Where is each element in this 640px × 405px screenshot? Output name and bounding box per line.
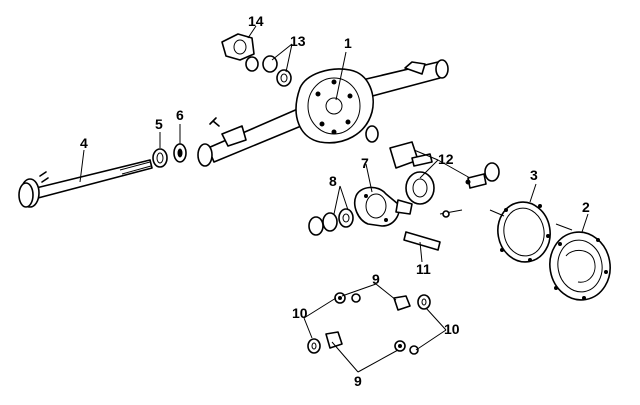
pinion-assembly	[365, 125, 500, 205]
leader-lines	[79, 25, 589, 373]
cover-gasket	[489, 201, 573, 263]
pinion-gears-and-washers	[307, 292, 431, 355]
axle-seal	[173, 143, 187, 163]
callout-2: 2	[582, 199, 590, 215]
axle-shaft	[18, 159, 153, 208]
callout-10-right: 10	[444, 321, 460, 337]
callout-4: 4	[80, 135, 88, 151]
shim	[221, 33, 259, 72]
callout-9-upper: 9	[372, 271, 380, 287]
callout-labels: 1 2 3 4 5 6 7 8 9 9 10 10 11 12 13 14	[80, 13, 590, 389]
wheel-bearing	[152, 148, 168, 168]
pinion-shaft	[403, 231, 441, 251]
differential-case	[353, 186, 463, 227]
callout-8: 8	[329, 173, 337, 189]
callout-10-left: 10	[292, 305, 308, 321]
callout-5: 5	[155, 116, 163, 132]
callout-6: 6	[176, 107, 184, 123]
callout-3: 3	[530, 167, 538, 183]
callout-7: 7	[361, 155, 369, 171]
side-gear-set	[308, 208, 354, 236]
callout-11: 11	[416, 261, 431, 277]
differential-cover	[549, 231, 611, 301]
callout-9-lower: 9	[354, 373, 362, 389]
callout-1: 1	[344, 35, 352, 51]
callout-12: 12	[438, 151, 454, 167]
side-bearings	[262, 55, 292, 87]
axle-housing	[197, 59, 449, 167]
callout-14: 14	[248, 13, 264, 29]
callout-13: 13	[290, 33, 306, 49]
